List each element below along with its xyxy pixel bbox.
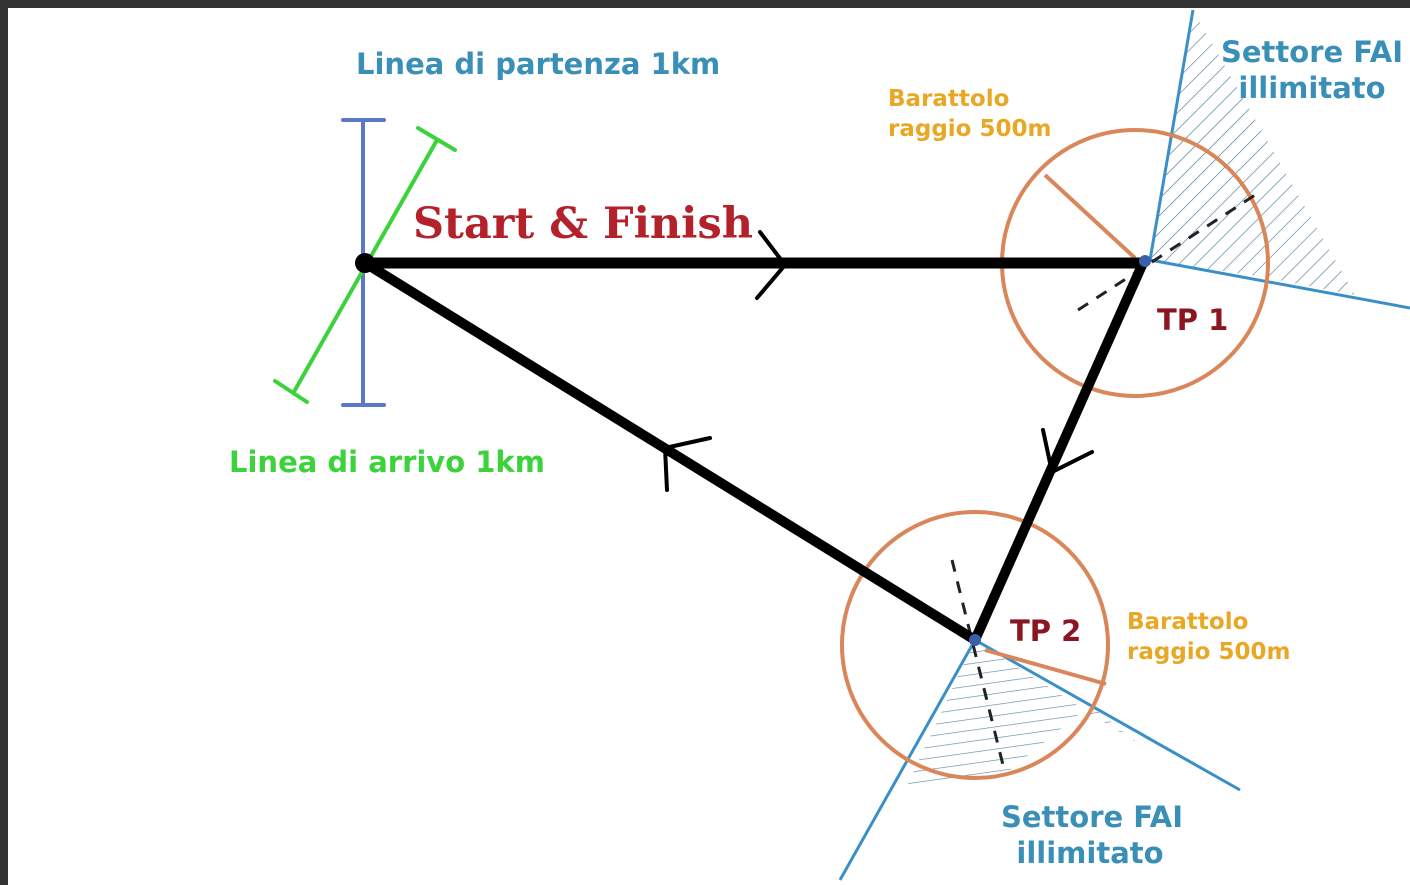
- cylinder1-label-line1: Barattolo: [888, 86, 1009, 112]
- course: [359, 230, 1149, 645]
- bisector-tp2: [950, 559, 1005, 766]
- cylinder1-label-line2: raggio 500m: [888, 116, 1051, 142]
- sector1-label-line1: Settore FAI: [1221, 35, 1403, 69]
- tp2-point: [969, 634, 981, 646]
- leg-tp1-tp2: [970, 258, 1148, 645]
- tp1-label: TP 1: [1157, 303, 1228, 337]
- direction-arrow-2: [1041, 428, 1094, 475]
- start-line-label: Linea di partenza 1km: [356, 47, 720, 81]
- cylinder2-label-line1: Barattolo: [1127, 609, 1248, 635]
- leg-tp2-finish: [360, 258, 980, 645]
- finish-line-label: Linea di arrivo 1km: [229, 445, 545, 479]
- tp1-point: [1139, 255, 1151, 267]
- tp2-label: TP 2: [1010, 614, 1081, 648]
- direction-arrow-1: [755, 230, 788, 300]
- sector1-label-line2: illimitato: [1238, 71, 1385, 105]
- cylinder2-label-line2: raggio 500m: [1127, 639, 1290, 665]
- start-finish-label: Start & Finish: [413, 199, 753, 249]
- cylinder-tp2: [840, 510, 1110, 780]
- direction-arrow-3: [662, 436, 712, 492]
- start-finish-point: [355, 253, 375, 273]
- sector2-label-line1: Settore FAI: [1001, 800, 1183, 834]
- sector2-label-line2: illimitato: [1016, 836, 1163, 870]
